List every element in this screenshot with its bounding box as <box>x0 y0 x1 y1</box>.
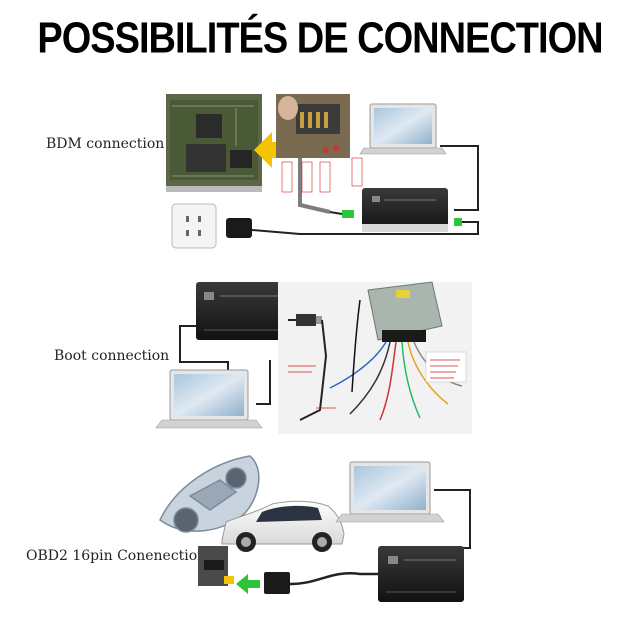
car-cutaway-image <box>159 455 260 533</box>
laptop-bdm <box>359 103 447 155</box>
wiring-annotations <box>288 351 467 409</box>
yellow-arrow <box>254 132 284 168</box>
programmer-box-boot <box>196 282 288 340</box>
green-arrow <box>236 574 260 594</box>
white-car <box>221 500 345 552</box>
laptop-boot <box>155 369 263 429</box>
boot-connection-label: Boot connection <box>54 348 170 364</box>
green-connector <box>342 210 354 218</box>
ecu-module <box>367 281 443 342</box>
wall-socket <box>171 203 217 249</box>
obd2-connection-label: OBD2 16pin Conenection <box>26 548 207 564</box>
usb-connector <box>288 314 322 326</box>
bdm-probe-photo <box>276 94 350 158</box>
programmer-box-obd2 <box>378 546 464 602</box>
obd2-section <box>159 455 471 602</box>
page-title: POSSIBILITÉS DE CONNECTION <box>37 14 603 64</box>
laptop-obd2 <box>335 461 445 523</box>
bdm-connection-label: BDM connection <box>46 136 165 152</box>
bdm-section <box>166 94 479 249</box>
ecu-board-photo <box>166 94 262 192</box>
obd-port-photo <box>198 546 234 586</box>
power-adapter <box>226 218 252 238</box>
boot-section <box>155 281 472 434</box>
programmer-box-bdm <box>362 188 448 232</box>
obd2-cable <box>264 572 380 594</box>
